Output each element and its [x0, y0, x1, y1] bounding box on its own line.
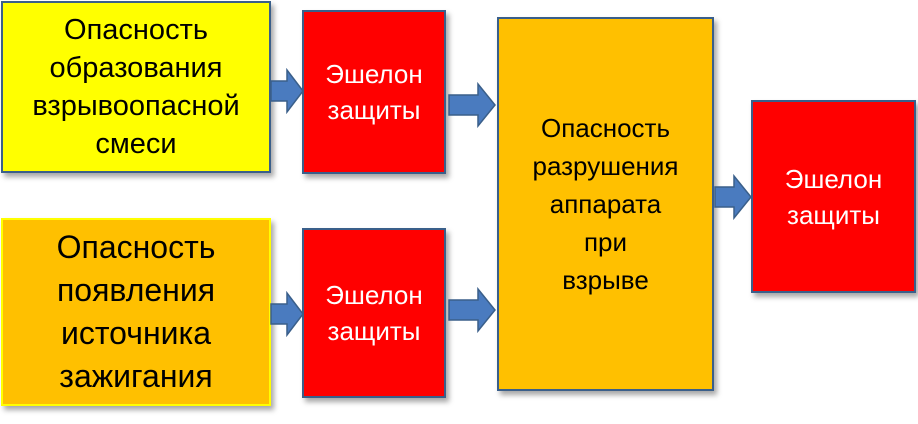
defense-echelon-top-label: Эшелон защиты: [325, 59, 423, 125]
defense-echelon-bottom-box: Эшелон защиты: [302, 228, 446, 398]
apparatus-destruction-hazard-box: Опасность разрушения аппарата при взрыве: [497, 17, 714, 391]
ignition-source-hazard-label: Опасность появления источника зажигания: [56, 229, 216, 394]
right-arrow-icon: [448, 287, 496, 333]
right-arrow-icon: [270, 68, 304, 114]
explosive-mixture-hazard-label: Опасность образования взрывоопасной смес…: [32, 14, 240, 160]
defense-echelon-bottom-label: Эшелон защиты: [325, 280, 423, 346]
right-arrow-icon: [448, 82, 496, 128]
defense-echelon-final-box: Эшелон защиты: [751, 100, 916, 293]
explosive-mixture-hazard-box: Опасность образования взрывоопасной смес…: [1, 1, 271, 173]
ignition-source-hazard-box: Опасность появления источника зажигания: [1, 218, 271, 406]
right-arrow-icon: [270, 291, 304, 337]
right-arrow-icon: [714, 174, 752, 220]
apparatus-destruction-hazard-label: Опасность разрушения аппарата при взрыве: [532, 113, 679, 295]
defense-echelon-final-label: Эшелон защиты: [784, 163, 883, 230]
defense-echelon-top-box: Эшелон защиты: [302, 10, 446, 174]
